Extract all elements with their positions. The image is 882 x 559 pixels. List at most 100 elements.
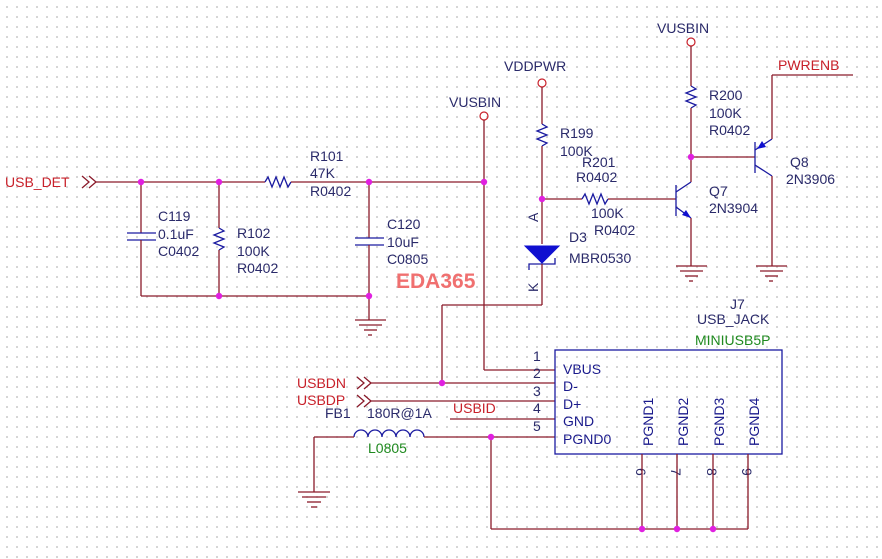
power-port-vusbin-left[interactable]: VUSBIN bbox=[449, 94, 501, 121]
j7-body bbox=[554, 349, 783, 455]
resistor-zigzag bbox=[684, 85, 698, 109]
resistor-r199[interactable]: R199 100K bbox=[535, 123, 594, 159]
r101-footprint: R0402 bbox=[310, 183, 351, 199]
r201-footprint: R0402 bbox=[594, 222, 635, 238]
port-arrow-icon bbox=[356, 376, 365, 390]
fb1-ref: FB1 bbox=[325, 405, 351, 421]
j7-pin-name: PGND3 bbox=[711, 398, 727, 446]
j7-pin-num: 1 bbox=[533, 348, 541, 364]
ground-symbol-icon bbox=[355, 319, 386, 336]
resistor-zigzag bbox=[535, 123, 549, 147]
net-label-usbdp: USBDP bbox=[297, 392, 345, 408]
resistor-zigzag bbox=[581, 192, 609, 206]
fb1-value: 180R@1A bbox=[367, 405, 432, 421]
d3-pin-a: A bbox=[525, 212, 541, 222]
resistor-r101[interactable]: R101 47K R0402 bbox=[264, 148, 351, 199]
resistor-zigzag bbox=[212, 227, 226, 251]
r200-footprint: R0402 bbox=[709, 122, 750, 138]
q7-ref: Q7 bbox=[709, 183, 728, 199]
c119-value: 0.1uF bbox=[158, 226, 194, 242]
j7-pin-name: PGND0 bbox=[563, 431, 611, 447]
diode-d3[interactable]: A K D3 MBR0530 bbox=[523, 212, 631, 292]
junction-dot bbox=[215, 178, 223, 186]
j7-pin-name: PGND1 bbox=[640, 398, 656, 446]
port-arrow-icon bbox=[363, 376, 372, 390]
ground-symbol-icon bbox=[676, 265, 707, 282]
d3-value: MBR0530 bbox=[569, 250, 631, 266]
transistor-q7[interactable]: Q7 2N3904 bbox=[675, 181, 758, 219]
net-label-usbid[interactable]: USBID bbox=[453, 400, 496, 416]
power-port-icon bbox=[686, 37, 696, 47]
c120-ref: C120 bbox=[387, 216, 421, 232]
r102-value: 100K bbox=[237, 243, 270, 259]
net-label-usb-det: USB_DET bbox=[5, 174, 70, 190]
junction-dot bbox=[687, 153, 695, 161]
c119-ref: C119 bbox=[158, 208, 191, 224]
j7-pin-name: PGND2 bbox=[675, 398, 691, 446]
j7-pin-num: 9 bbox=[739, 468, 755, 476]
net-label-pwrenb[interactable]: PWRENB bbox=[778, 57, 839, 73]
j7-pin-name: D+ bbox=[563, 396, 581, 412]
r201-footprint-top: R0402 bbox=[576, 169, 617, 185]
capacitor-c120[interactable]: C120 10uF C0805 bbox=[355, 216, 428, 267]
power-port-icon bbox=[479, 111, 489, 121]
junction-dot bbox=[480, 178, 488, 186]
inductor-coil-icon bbox=[353, 429, 425, 438]
junction-dot bbox=[365, 292, 373, 300]
r200-value: 100K bbox=[709, 105, 742, 121]
j7-pin-name: GND bbox=[563, 413, 594, 429]
net-label-vusbin-right: VUSBIN bbox=[657, 20, 709, 36]
usb-det-port[interactable]: USB_DET bbox=[5, 174, 97, 190]
resistor-r102[interactable]: R102 100K R0402 bbox=[212, 225, 278, 276]
collector-lead bbox=[675, 181, 692, 193]
j7-pin-num: 4 bbox=[533, 400, 541, 416]
j7-pin-num: 3 bbox=[533, 383, 541, 399]
junction-dot bbox=[438, 379, 446, 387]
ground-symbol-icon bbox=[298, 491, 330, 508]
r101-value: 47K bbox=[310, 165, 336, 181]
r199-ref: R199 bbox=[560, 125, 594, 141]
power-port-vddpwr[interactable]: VDDPWR bbox=[504, 58, 566, 88]
r199-value: 100K bbox=[560, 143, 593, 159]
emitter-arrow-icon bbox=[757, 141, 766, 149]
j7-footprint: MINIUSB5P bbox=[695, 332, 770, 348]
j7-pin-name: D- bbox=[563, 378, 578, 394]
transistor-q8[interactable]: Q8 2N3906 bbox=[754, 138, 835, 187]
j7-pin-name: PGND4 bbox=[746, 398, 762, 446]
connector-j7[interactable]: J7 USB_JACK MINIUSB5P 1 2 3 4 5 VBUS D- … bbox=[533, 296, 783, 476]
ground-symbol-icon bbox=[756, 265, 787, 282]
q8-ref: Q8 bbox=[790, 154, 809, 170]
q7-value: 2N3904 bbox=[709, 200, 758, 216]
diode-triangle-icon bbox=[523, 245, 561, 264]
capacitor-c119[interactable]: C119 0.1uF C0402 bbox=[127, 208, 199, 259]
power-port-icon bbox=[537, 78, 547, 88]
net-label-vusbin: VUSBIN bbox=[449, 94, 501, 110]
j7-pin-num: 8 bbox=[704, 468, 720, 476]
resistor-r201[interactable]: R201 R0402 100K R0402 bbox=[576, 154, 635, 238]
r102-footprint: R0402 bbox=[237, 260, 278, 276]
junction-dot bbox=[538, 195, 546, 203]
r201-ref: R201 bbox=[582, 154, 616, 170]
collector-lead bbox=[754, 164, 773, 177]
junction-dot bbox=[365, 178, 373, 186]
power-port-vusbin-right[interactable]: VUSBIN bbox=[657, 20, 709, 47]
junction-dot bbox=[638, 525, 646, 533]
fb1-footprint: L0805 bbox=[368, 440, 407, 456]
watermark: EDA365 bbox=[396, 270, 476, 293]
junction-dot bbox=[215, 292, 223, 300]
port-arrow-icon bbox=[81, 175, 90, 189]
net-label-usbdn: USBDN bbox=[297, 375, 346, 391]
port-arrow-icon bbox=[356, 394, 365, 408]
junction-dot bbox=[487, 433, 495, 441]
ferrite-fb1[interactable]: FB1 180R@1A L0805 bbox=[325, 405, 432, 456]
j7-pin-num: 5 bbox=[533, 418, 541, 434]
resistor-r200[interactable]: R200 100K R0402 bbox=[684, 85, 750, 138]
usbdn-port[interactable]: USBDN bbox=[297, 375, 372, 391]
r101-ref: R101 bbox=[310, 148, 344, 164]
junctions bbox=[137, 153, 717, 533]
c119-footprint: C0402 bbox=[158, 243, 199, 259]
c120-value: 10uF bbox=[387, 234, 419, 250]
r201-value: 100K bbox=[591, 205, 624, 221]
